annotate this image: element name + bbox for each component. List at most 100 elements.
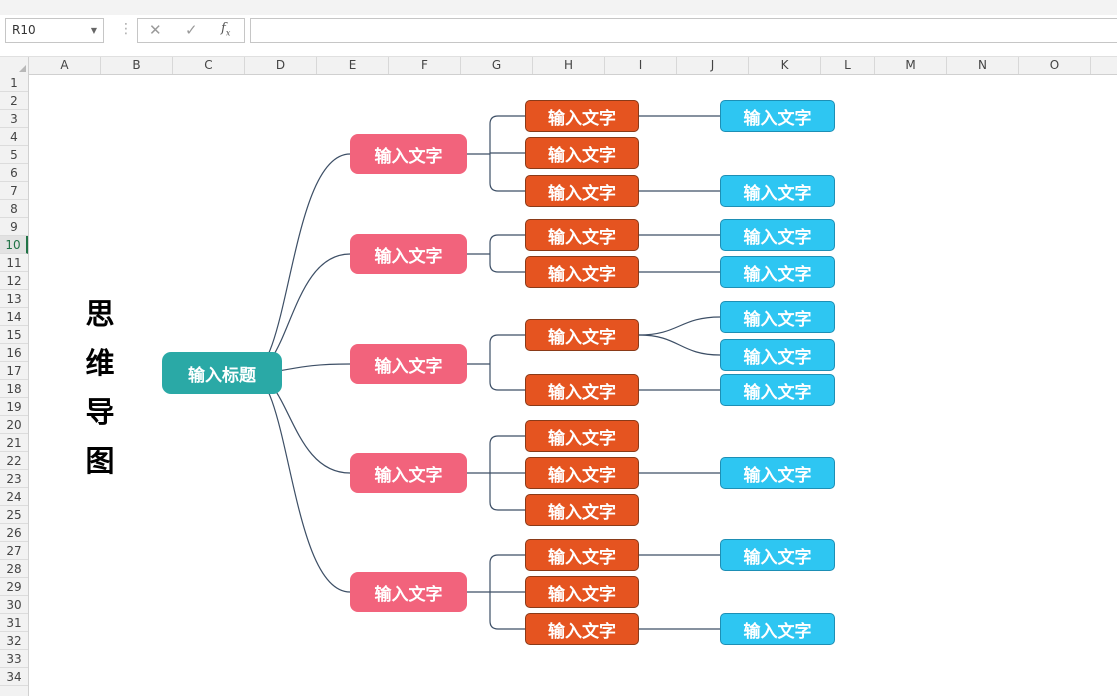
row-header-1[interactable]: 1 xyxy=(0,74,28,92)
row-header-14[interactable]: 14 xyxy=(0,308,28,326)
branch-node[interactable]: 输入文字 xyxy=(350,344,467,384)
column-header-K[interactable]: K xyxy=(749,57,821,74)
subtopic-node[interactable]: 输入文字 xyxy=(525,539,639,571)
column-header-E[interactable]: E xyxy=(317,57,389,74)
leaf-connector xyxy=(638,316,721,336)
chevron-down-icon[interactable]: ▼ xyxy=(90,26,97,35)
column-header-F[interactable]: F xyxy=(389,57,461,74)
branch-node[interactable]: 输入文字 xyxy=(350,234,467,274)
subtopic-node[interactable]: 输入文字 xyxy=(525,576,639,608)
row-header-9[interactable]: 9 xyxy=(0,218,28,236)
row-header-2[interactable]: 2 xyxy=(0,92,28,110)
subtopic-node[interactable]: 输入文字 xyxy=(525,256,639,288)
subtopic-node[interactable]: 输入文字 xyxy=(525,613,639,645)
bracket-connector xyxy=(489,234,525,273)
row-header-31[interactable]: 31 xyxy=(0,614,28,632)
column-header-B[interactable]: B xyxy=(101,57,173,74)
leaf-node[interactable]: 输入文字 xyxy=(720,256,835,288)
function-icon[interactable]: fx xyxy=(221,21,231,38)
leaf-node[interactable]: 输入文字 xyxy=(720,339,835,371)
row-header-7[interactable]: 7 xyxy=(0,182,28,200)
formula-input[interactable] xyxy=(250,18,1117,43)
leaf-node[interactable]: 输入文字 xyxy=(720,100,835,132)
row-header-24[interactable]: 24 xyxy=(0,488,28,506)
leaf-connector xyxy=(638,334,721,356)
row-header-27[interactable]: 27 xyxy=(0,542,28,560)
formula-bar: R10 ▼ ⋮ ✕ ✓ fx xyxy=(0,15,1117,53)
column-header-C[interactable]: C xyxy=(173,57,245,74)
leaf-node[interactable]: 输入文字 xyxy=(720,374,835,406)
row-header-18[interactable]: 18 xyxy=(0,380,28,398)
row-header-12[interactable]: 12 xyxy=(0,272,28,290)
row-header-22[interactable]: 22 xyxy=(0,452,28,470)
row-header-32[interactable]: 32 xyxy=(0,632,28,650)
side-title: 思 维 导 图 xyxy=(82,290,118,486)
row-header-15[interactable]: 15 xyxy=(0,326,28,344)
leaf-node[interactable]: 输入文字 xyxy=(720,613,835,645)
row-header-17[interactable]: 17 xyxy=(0,362,28,380)
subtopic-node[interactable]: 输入文字 xyxy=(525,219,639,251)
leaf-node[interactable]: 输入文字 xyxy=(720,301,835,333)
row-header-11[interactable]: 11 xyxy=(0,254,28,272)
more-options-icon[interactable]: ⋮ xyxy=(119,21,133,37)
side-title-char: 维 xyxy=(85,346,115,380)
column-header-H[interactable]: H xyxy=(533,57,605,74)
row-header-21[interactable]: 21 xyxy=(0,434,28,452)
row-header-19[interactable]: 19 xyxy=(0,398,28,416)
name-box-value: R10 xyxy=(12,23,36,37)
branch-node[interactable]: 输入文字 xyxy=(350,453,467,493)
row-header-29[interactable]: 29 xyxy=(0,578,28,596)
row-header-4[interactable]: 4 xyxy=(0,128,28,146)
subtopic-node[interactable]: 输入文字 xyxy=(525,494,639,526)
column-header-M[interactable]: M xyxy=(875,57,947,74)
cancel-icon[interactable]: ✕ xyxy=(149,21,162,39)
row-header-25[interactable]: 25 xyxy=(0,506,28,524)
subtopic-node[interactable]: 输入文字 xyxy=(525,420,639,452)
column-header-I[interactable]: I xyxy=(605,57,677,74)
row-header-10[interactable]: 10 xyxy=(0,236,28,254)
leaf-node[interactable]: 输入文字 xyxy=(720,457,835,489)
name-box[interactable]: R10 ▼ xyxy=(5,18,104,43)
row-header-34[interactable]: 34 xyxy=(0,668,28,686)
column-header-G[interactable]: G xyxy=(461,57,533,74)
subtopic-node[interactable]: 输入文字 xyxy=(525,457,639,489)
subtopic-node[interactable]: 输入文字 xyxy=(525,137,639,169)
column-header-D[interactable]: D xyxy=(245,57,317,74)
row-header-3[interactable]: 3 xyxy=(0,110,28,128)
leaf-node[interactable]: 输入文字 xyxy=(720,175,835,207)
row-header-13[interactable]: 13 xyxy=(0,290,28,308)
root-node[interactable]: 输入标题 xyxy=(162,352,282,394)
side-title-char: 思 xyxy=(85,297,115,331)
subtopic-node[interactable]: 输入文字 xyxy=(525,374,639,406)
row-header-8[interactable]: 8 xyxy=(0,200,28,218)
row-header-28[interactable]: 28 xyxy=(0,560,28,578)
formula-buttons: ✕ ✓ fx xyxy=(137,18,245,43)
column-header-A[interactable]: A xyxy=(29,57,101,74)
row-header-6[interactable]: 6 xyxy=(0,164,28,182)
column-header-O[interactable]: O xyxy=(1019,57,1091,74)
row-header-20[interactable]: 20 xyxy=(0,416,28,434)
confirm-icon[interactable]: ✓ xyxy=(185,21,198,39)
branch-node[interactable]: 输入文字 xyxy=(350,572,467,612)
branch-node[interactable]: 输入文字 xyxy=(350,134,467,174)
leaf-node[interactable]: 输入文字 xyxy=(720,219,835,251)
column-header-L[interactable]: L xyxy=(821,57,875,74)
column-header-J[interactable]: J xyxy=(677,57,749,74)
row-header-30[interactable]: 30 xyxy=(0,596,28,614)
subtopic-node[interactable]: 输入文字 xyxy=(525,175,639,207)
select-all-button[interactable] xyxy=(0,57,29,74)
row-header-33[interactable]: 33 xyxy=(0,650,28,668)
subtopic-node[interactable]: 输入文字 xyxy=(525,100,639,132)
bracket-connector xyxy=(489,334,525,391)
subtopic-node[interactable]: 输入文字 xyxy=(525,319,639,351)
row-header-26[interactable]: 26 xyxy=(0,524,28,542)
row-header-5[interactable]: 5 xyxy=(0,146,28,164)
row-header-23[interactable]: 23 xyxy=(0,470,28,488)
side-title-char: 图 xyxy=(85,444,115,478)
side-title-char: 导 xyxy=(85,395,115,429)
row-header-16[interactable]: 16 xyxy=(0,344,28,362)
leaf-node[interactable]: 输入文字 xyxy=(720,539,835,571)
column-header-N[interactable]: N xyxy=(947,57,1019,74)
